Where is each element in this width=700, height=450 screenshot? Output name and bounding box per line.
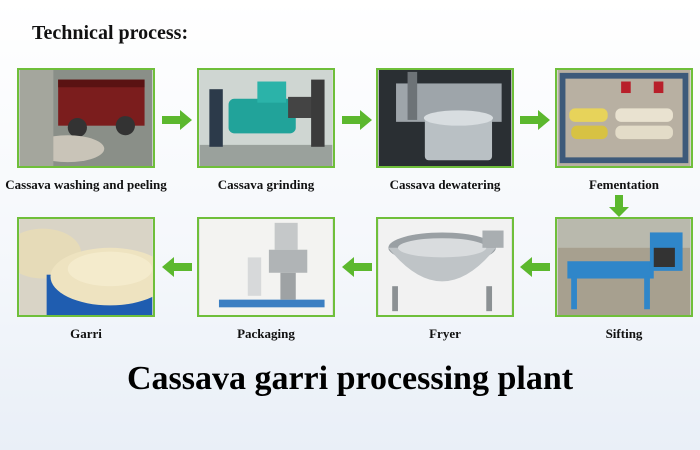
sifting-photo: [555, 217, 693, 317]
fryer-photo: [376, 217, 514, 317]
step-label: Fementation: [588, 177, 660, 192]
arrow-left-icon: [520, 257, 550, 277]
step-label: Cassava grinding: [217, 177, 315, 192]
arrow-right-icon: [342, 110, 372, 130]
arrow-down-icon: [609, 195, 629, 217]
step-packaging: Packaging: [197, 217, 335, 341]
grinding-photo: [197, 68, 335, 168]
fermentation-photo: [555, 68, 693, 168]
page-title: Cassava garri processing plant: [126, 360, 574, 397]
step-label: Garri: [70, 326, 102, 341]
step-grinding: Cassava grinding: [197, 68, 335, 192]
step-label: Cassava dewatering: [389, 177, 501, 192]
washing-peeling-photo: [17, 68, 155, 168]
process-heading: Technical process:: [32, 22, 189, 44]
step-garri: Garri: [17, 217, 155, 341]
step-label: Packaging: [237, 326, 295, 341]
step-dewatering: Cassava dewatering: [376, 68, 514, 192]
step-label: Fryer: [429, 326, 461, 341]
arrow-right-icon: [520, 110, 550, 130]
step-label: Cassava washing and peeling: [5, 177, 167, 192]
dewatering-photo: [376, 68, 514, 168]
arrow-right-icon: [162, 110, 192, 130]
step-fryer: Fryer: [376, 217, 514, 341]
step-washing-peeling: Cassava washing and peeling: [5, 68, 167, 192]
step-label: Sifting: [605, 326, 643, 341]
arrow-left-icon: [342, 257, 372, 277]
arrow-left-icon: [162, 257, 192, 277]
packaging-photo: [197, 217, 335, 317]
garri-photo: [17, 217, 155, 317]
step-sifting: Sifting: [555, 217, 693, 341]
step-fermentation: Fementation: [555, 68, 693, 192]
